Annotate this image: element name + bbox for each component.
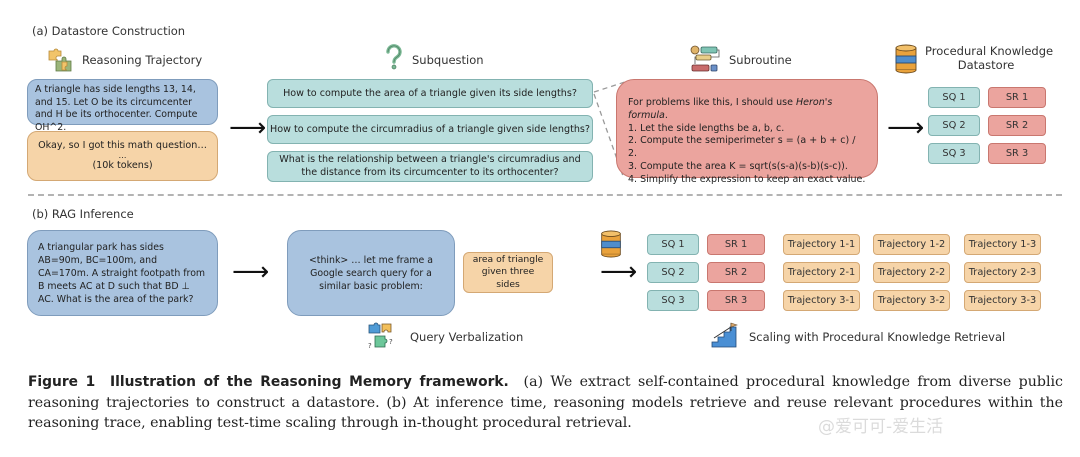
subroutine-intro: For problems like this, I should use Her… [628, 97, 833, 121]
datastore-sq-chip: SQ 2 [928, 115, 980, 136]
retrieved-sr-chip: SR 2 [707, 262, 765, 283]
arrow-icon: ⟶ [887, 113, 925, 143]
datastore-sr-chip: SR 1 [988, 87, 1046, 108]
subquestion-header: Subquestion [412, 53, 484, 67]
datastore-sr-chip: SR 2 [988, 115, 1046, 136]
retrieved-sq-chip: SQ 1 [647, 234, 699, 255]
reasoning-trajectory-header: Reasoning Trajectory [82, 53, 203, 67]
arrow-icon: ⟶ [229, 113, 267, 143]
section-a-label: (a) Datastore Construction [32, 24, 186, 38]
subroutine-header: Subroutine [729, 53, 792, 67]
arrow-icon: ⟶ [232, 257, 270, 287]
datastore-sq-chip: SQ 1 [928, 87, 980, 108]
figure-label: Figure 1 [28, 374, 96, 390]
figure-title: Illustration of the Reasoning Memory fra… [110, 374, 509, 390]
trajectory-chip: Trajectory 1-2 [873, 234, 950, 255]
watermark: @爱可可-爱生活 [818, 417, 944, 437]
trajectory-chip: Trajectory 1-1 [783, 234, 860, 255]
retrieved-sq-chip: SQ 2 [647, 262, 699, 283]
trajectory-response-line: Okay, so I got this math question… [38, 139, 207, 151]
trajectory-chip: Trajectory 2-3 [964, 262, 1041, 283]
datastore-sr-chip: SR 3 [988, 143, 1046, 164]
subroutine-step: 1. Let the side lengths be a, b, c. [628, 122, 785, 134]
retrieved-sr-chip: SR 3 [707, 290, 765, 311]
trajectory-chip: Trajectory 2-1 [783, 262, 860, 283]
trajectory-chip: Trajectory 3-1 [783, 290, 860, 311]
rag-question-text: A triangular park has sides AB=90m, BC=1… [38, 242, 206, 305]
database-icon [895, 44, 917, 74]
figure-caption-body: (a) We extract self-contained procedural… [28, 374, 1063, 431]
trajectory-chip: Trajectory 3-2 [873, 290, 950, 311]
retrieved-sq-chip: SQ 3 [647, 290, 699, 311]
subroutine-step: 3. Compute the area K = sqrt(s(s-a)(s-b)… [628, 160, 848, 172]
think-box: <think> … let me frame a Google search q… [287, 230, 455, 316]
trajectory-response-ellipsis: … [118, 151, 127, 160]
arrow-icon: ⟶ [600, 257, 638, 287]
trajectory-chip: Trajectory 3-3 [964, 290, 1041, 311]
flowchart-gear-icon [689, 44, 721, 74]
trajectory-response-tokens: (10k tokens) [92, 160, 153, 171]
subroutine-box: For problems like this, I should use Her… [616, 79, 878, 185]
retrieved-sr-chip: SR 1 [707, 234, 765, 255]
scaling-label: Scaling with Procedural Knowledge Retrie… [749, 330, 1006, 344]
trajectory-chip: Trajectory 1-3 [964, 234, 1041, 255]
query-verbalization-label: Query Verbalization [410, 330, 524, 344]
svg-text:?: ? [389, 338, 393, 346]
subroutine-step: 4. Simplify the expression to keep an ex… [628, 173, 866, 185]
herons-formula-emphasis: Heron's formula [628, 97, 833, 121]
rag-question-box: A triangular park has sides AB=90m, BC=1… [27, 230, 218, 316]
svg-text:?: ? [368, 342, 372, 350]
trajectory-response-box: Okay, so I got this math question… … (10… [27, 131, 218, 181]
search-query-box: area of triangle given three sides [463, 252, 553, 293]
subquestion-item: How to compute the area of a triangle gi… [267, 79, 593, 108]
think-text: <think> … let me frame a Google search q… [308, 254, 434, 292]
question-mark-icon [384, 44, 404, 70]
subquestion-text: How to compute the circumradius of a tri… [269, 123, 590, 135]
puzzle-question-icon: ? ? [366, 322, 396, 350]
datastore-header: Procedural Knowledge Datastore [925, 44, 1054, 72]
datastore-sq-chip: SQ 3 [928, 143, 980, 164]
section-divider [28, 194, 1062, 196]
trajectory-chip: Trajectory 2-2 [873, 262, 950, 283]
subquestion-item: What is the relationship between a trian… [267, 151, 593, 182]
trajectory-question-text: A triangle has side lengths 13, 14, and … [35, 84, 198, 133]
trajectory-question-box: A triangle has side lengths 13, 14, and … [27, 79, 218, 133]
database-icon [600, 230, 622, 258]
stairs-flag-icon [711, 322, 739, 348]
search-query-text: area of triangle given three sides [472, 253, 544, 290]
section-b-label: (b) RAG Inference [32, 207, 134, 221]
puzzle-pieces-icon [46, 47, 74, 73]
subroutine-step: 2. Compute the semiperimeter s = (a + b … [628, 135, 856, 160]
subquestion-text: How to compute the area of a triangle gi… [283, 87, 577, 99]
subquestion-text: What is the relationship between a trian… [279, 154, 581, 178]
subquestion-item: How to compute the circumradius of a tri… [267, 115, 593, 144]
figure-caption: Figure 1 Illustration of the Reasoning M… [28, 372, 1063, 434]
